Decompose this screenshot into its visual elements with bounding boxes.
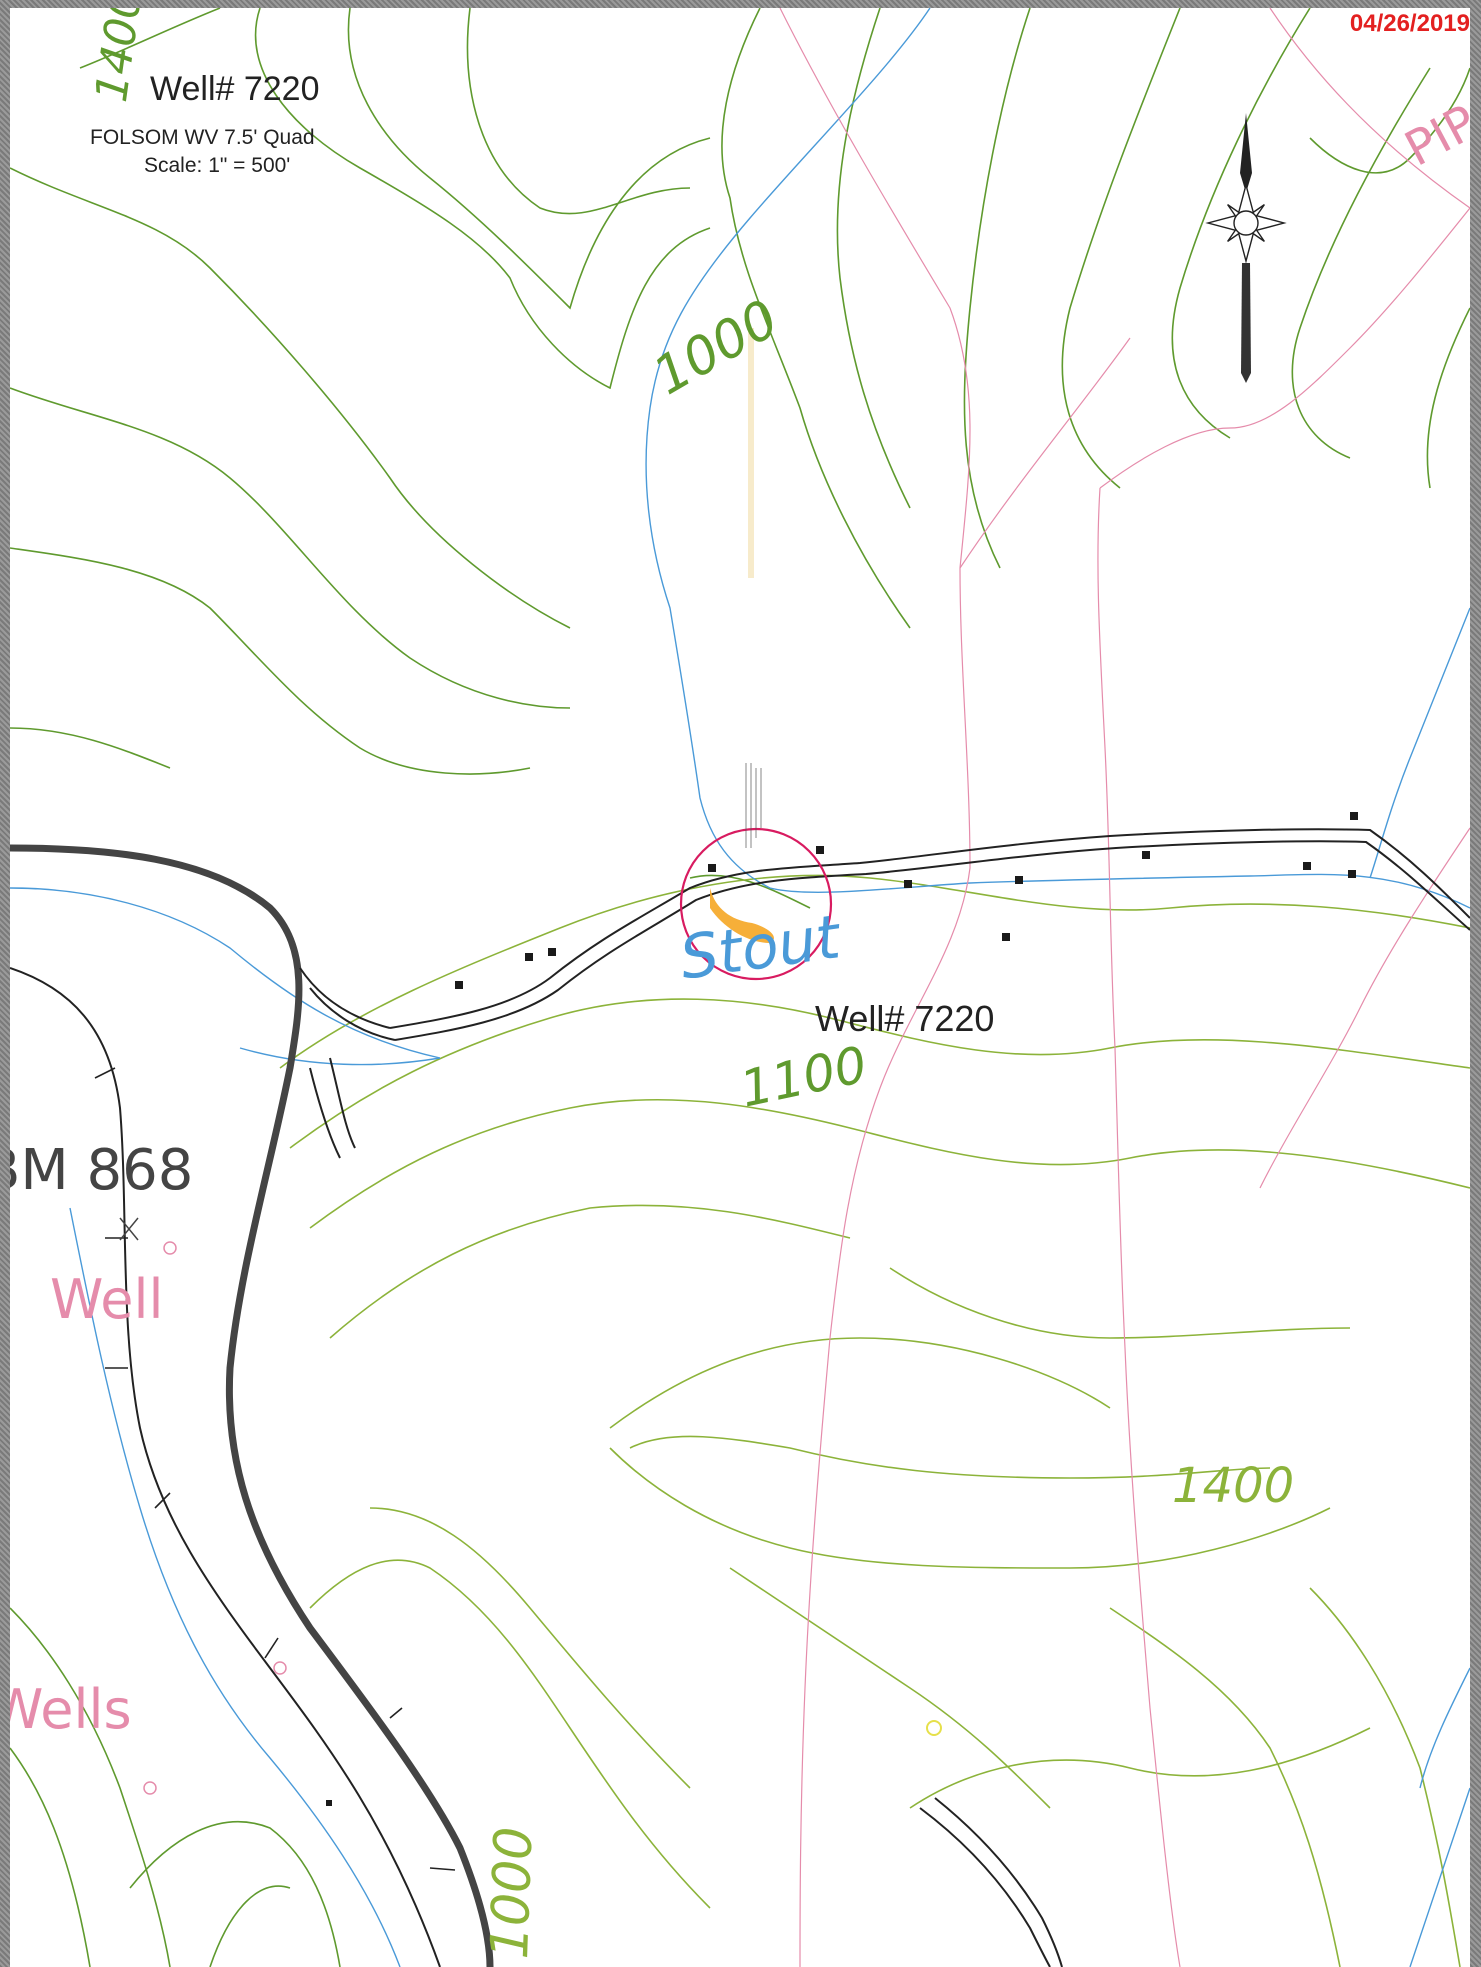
map-title: Well# 7220 [150, 70, 320, 108]
streams [10, 8, 1470, 1967]
map-scale: Scale: 1" = 500' [144, 154, 291, 177]
railroad-ticks [94, 1067, 456, 1871]
topographic-map [10, 8, 1470, 1967]
contour-lines [10, 8, 1470, 909]
wells-text-label: Wells [10, 1678, 132, 1741]
well-symbols [143, 1241, 287, 1795]
contour-lines-south [10, 874, 1470, 1967]
well-symbol-yellow [926, 1720, 942, 1736]
roads [10, 828, 1470, 1967]
well-text-label: Well [50, 1268, 164, 1331]
well-highlight-mark [710, 888, 774, 943]
benchmark-label: BM 868 [10, 1138, 194, 1203]
buildings [326, 812, 1358, 1806]
scan-artifact-lines [745, 763, 762, 848]
benchmark-mark [119, 1217, 139, 1241]
north-arrow-icon [1205, 113, 1287, 383]
contour-label-1000-bottom: 1000 [480, 1825, 545, 1961]
date-stamp: 04/26/2019 [1349, 10, 1470, 37]
map-sheet: 04/26/2019 Well# 7220 FOLSOM WV 7.5' Qua… [10, 8, 1470, 1967]
title-block: Well# 7220 FOLSOM WV 7.5' Quad Scale: 1"… [80, 70, 440, 200]
well-location-label: Well# 7220 [815, 998, 995, 1039]
quad-name: FOLSOM WV 7.5' Quad [90, 126, 315, 149]
scan-artifact-streak [748, 328, 754, 578]
contour-label-1400: 1400 [1172, 1458, 1295, 1514]
boundary-lines [779, 8, 1470, 1967]
